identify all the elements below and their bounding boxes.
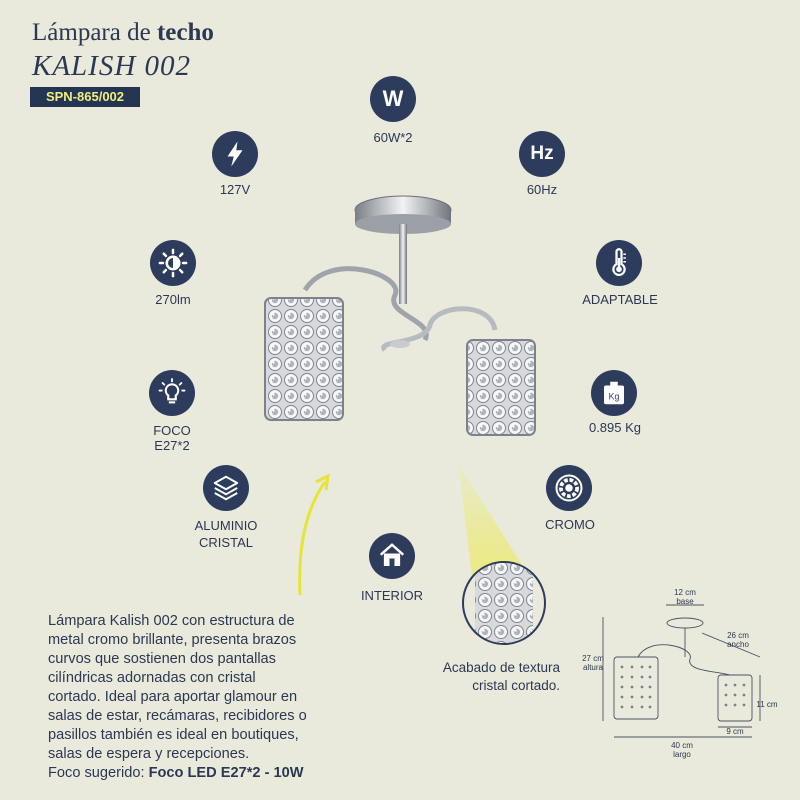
description-line: salas de espera y recepciones. bbox=[48, 746, 250, 762]
suggested-bulb: Foco sugerido: Foco LED E27*2 - 10W bbox=[48, 764, 360, 783]
dim-length-value: 40 cm bbox=[671, 741, 693, 750]
lightning-icon bbox=[212, 131, 258, 177]
description-line: salas de estar, recámaras, recibidores o bbox=[48, 708, 307, 724]
dim-height: 27 cm altura bbox=[577, 654, 609, 672]
dim-height-label: altura bbox=[582, 663, 603, 672]
dim-shade-height: 11 cm bbox=[756, 700, 778, 709]
detail-caption-line2: cristal cortado. bbox=[472, 678, 560, 693]
description-line: curvos que sostienen dos pantallas bbox=[48, 651, 276, 667]
sku-badge: SPN-865/002 bbox=[30, 87, 140, 107]
title-bold: techo bbox=[156, 19, 214, 46]
weight-kg-glyph: Kg bbox=[609, 391, 620, 401]
usage-label: INTERIOR bbox=[360, 588, 424, 603]
frequency-label: 60Hz bbox=[526, 182, 558, 197]
lightbulb-icon bbox=[149, 370, 195, 416]
suggested-bulb-value: Foco LED E27*2 - 10W bbox=[148, 765, 304, 781]
house-icon bbox=[369, 533, 415, 579]
dim-width-label: ancho bbox=[727, 640, 749, 649]
suggested-bulb-prefix: Foco sugerido: bbox=[48, 765, 149, 781]
dim-width: 26 cm ancho bbox=[718, 631, 758, 649]
product-type-title: Lámpara de techo bbox=[32, 19, 214, 47]
dim-length-label: largo bbox=[673, 750, 691, 759]
dim-base-label: base bbox=[676, 597, 694, 606]
thermometer-icon bbox=[596, 240, 642, 286]
bulb-label: FOCO E27*2 bbox=[137, 423, 207, 453]
lumens-label: 270lm bbox=[155, 292, 191, 307]
description-line: cortado. Ideal para aportar glamour en bbox=[48, 689, 298, 705]
description-line: metal cromo brillante, presenta brazos bbox=[48, 632, 297, 648]
wattage-label: 60W*2 bbox=[373, 130, 413, 145]
material-label-line2: CRISTAL bbox=[199, 535, 253, 550]
dim-base: 12 cm base bbox=[662, 588, 708, 606]
dim-height-value: 27 cm bbox=[582, 654, 604, 663]
finish-icon bbox=[546, 465, 592, 511]
voltage-label: 127V bbox=[219, 182, 251, 197]
title-prefix: Lámpara de bbox=[32, 19, 151, 46]
model-name: KALISH 002 bbox=[32, 50, 192, 82]
material-label-line1: ALUMINIO bbox=[194, 518, 258, 533]
brightness-icon bbox=[150, 240, 196, 286]
weight-label: 0.895 Kg bbox=[588, 420, 642, 435]
dim-base-value: 12 cm bbox=[674, 588, 696, 597]
dim-shade-width: 9 cm bbox=[726, 727, 744, 736]
layers-icon bbox=[203, 465, 249, 511]
crystal-detail-image bbox=[462, 561, 546, 645]
detail-caption-line1: Acabado de textura bbox=[442, 660, 560, 675]
temperature-label: ADAPTABLE bbox=[582, 292, 658, 307]
dimension-diagram bbox=[602, 604, 761, 738]
dim-length: 40 cm largo bbox=[662, 741, 702, 759]
description-line: cilíndricas adornadas con cristal bbox=[48, 670, 256, 686]
description-line: Lámpara Kalish 002 con estructura de bbox=[48, 613, 295, 629]
bulb-label-line1: FOCO bbox=[153, 423, 191, 438]
finish-label: CROMO bbox=[545, 517, 595, 532]
description-line: pasillos también es ideal en boutiques, bbox=[48, 727, 299, 743]
bulb-label-line2: E27*2 bbox=[154, 438, 190, 453]
detail-caption: Acabado de textura cristal cortado. bbox=[405, 659, 560, 695]
hertz-icon: Hz bbox=[519, 131, 565, 177]
watt-icon: W bbox=[370, 76, 416, 122]
arrow-icon bbox=[298, 473, 330, 596]
material-label: ALUMINIO CRISTAL bbox=[180, 517, 272, 551]
weight-icon: Kg bbox=[591, 370, 637, 416]
dim-width-value: 26 cm bbox=[727, 631, 749, 640]
lamp-product-image bbox=[264, 195, 536, 436]
product-description: Lámpara Kalish 002 con estructura de met… bbox=[48, 612, 360, 783]
